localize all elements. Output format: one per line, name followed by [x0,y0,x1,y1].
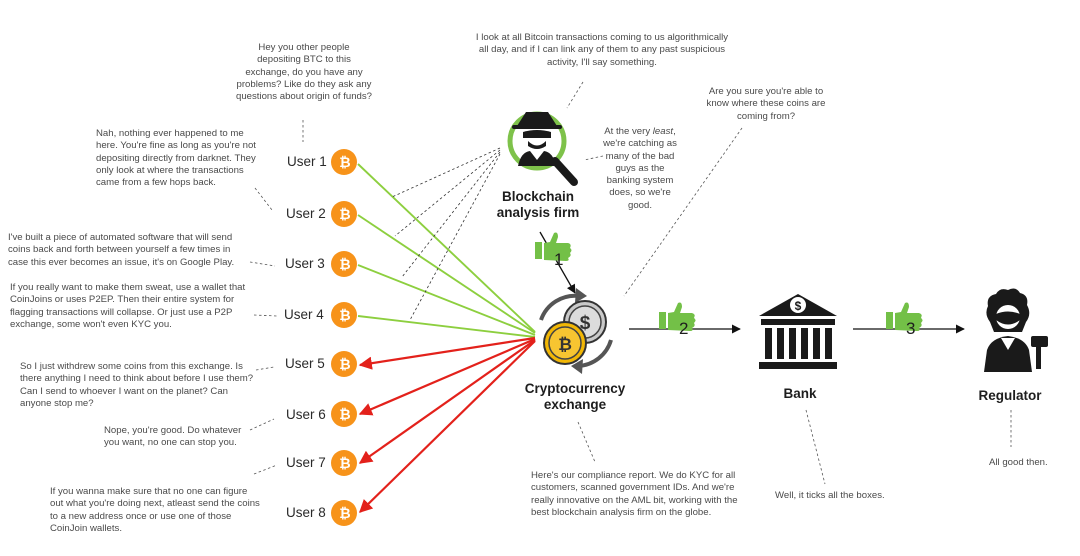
svg-text:$: $ [795,299,802,313]
coin-exchange-icon: $ ₿ [539,288,613,374]
user-1-arrow [357,163,536,333]
svg-text:$: $ [580,313,591,334]
step-number: 1 [554,250,564,269]
user-2-arrow [357,214,536,334]
comment-connectors [249,81,1012,485]
svg-text:₿: ₿ [339,206,350,222]
user1-comment: Hey you other people depositing BTC to t… [236,42,373,103]
bitcoin-icon: ₿ [331,251,357,277]
svg-text:₿: ₿ [339,505,350,521]
judge-icon [984,288,1048,372]
user3-comment: I've built a piece of automated software… [8,232,235,268]
svg-text:₿: ₿ [339,307,350,323]
user-label: User 3 [285,256,325,271]
bank-icon: $ [759,294,837,369]
analysis-firm-title: Blockchain analysis firm [496,189,580,220]
user-label: User 1 [287,154,327,169]
spy-magnifier-icon [507,111,578,186]
svg-text:₿: ₿ [339,406,350,422]
user-5-arrow [358,336,536,370]
svg-text:₿: ₿ [339,256,350,272]
user-7-arrow [358,339,536,464]
user2-comment: Nah, nothing ever happened to me here. Y… [96,128,256,189]
user-6-arrow [358,337,536,416]
user-label: User 8 [286,505,326,520]
bank-comment: Well, it ticks all the boxes. [775,490,885,501]
bitcoin-icon: ₿ [331,401,357,427]
exchange-title: Cryptocurrency exchange [524,381,626,412]
svg-text:₿: ₿ [339,356,350,372]
analysis-firm-comment: I look at all Bitcoin transactions comin… [475,32,729,68]
monitoring-lines [391,147,501,321]
blocked-arrows [358,336,536,513]
user-coins: ₿ ₿ ₿ ₿ ₿ ₿ ₿ ₿ [331,149,357,526]
bitcoin-icon: ₿ [331,500,357,526]
user4-comment: If you really want to make them sweat, u… [10,282,246,330]
user-8-arrow [359,340,536,513]
user-label: User 7 [286,455,326,470]
analysis-firm-claim: At the very least, we're catching as man… [603,126,677,211]
bitcoin-icon: ₿ [331,450,357,476]
thumbs-up-icon [886,302,923,331]
user-label: User 6 [286,407,326,422]
step-number: 3 [906,319,916,338]
bitcoin-icon: ₿ [331,201,357,227]
bitcoin-icon: ₿ [331,351,357,377]
thumbs-up-icon [659,302,696,331]
user-label: User 5 [285,356,325,371]
user-3-arrow [357,264,536,336]
svg-text:₿: ₿ [339,455,350,471]
user-label: User 4 [284,307,324,322]
exchange-question: Are you sure you're able to know where t… [706,86,826,122]
regulator-title: Regulator [978,388,1042,403]
user6-comment: Nope, you're good. Do whatever you want,… [104,425,242,449]
bitcoin-icon: ₿ [331,302,357,328]
ok-arrows [357,163,536,338]
svg-text:₿: ₿ [339,154,350,170]
bitcoin-icon: ₿ [331,149,357,175]
firm-to-exchange-arrow [539,231,576,294]
user-4-arrow [357,315,536,338]
svg-text:₿: ₿ [558,335,572,354]
step-number: 2 [679,319,689,338]
bank-title: Bank [783,386,817,401]
exchange-report: Here's our compliance report. We do KYC … [531,470,738,518]
user7-comment: If you wanna make sure that no one can f… [50,486,260,534]
regulator-comment: All good then. [989,457,1048,468]
user-label: User 2 [286,206,326,221]
user5-comment: So I just withdrew some coins from this … [20,361,254,409]
